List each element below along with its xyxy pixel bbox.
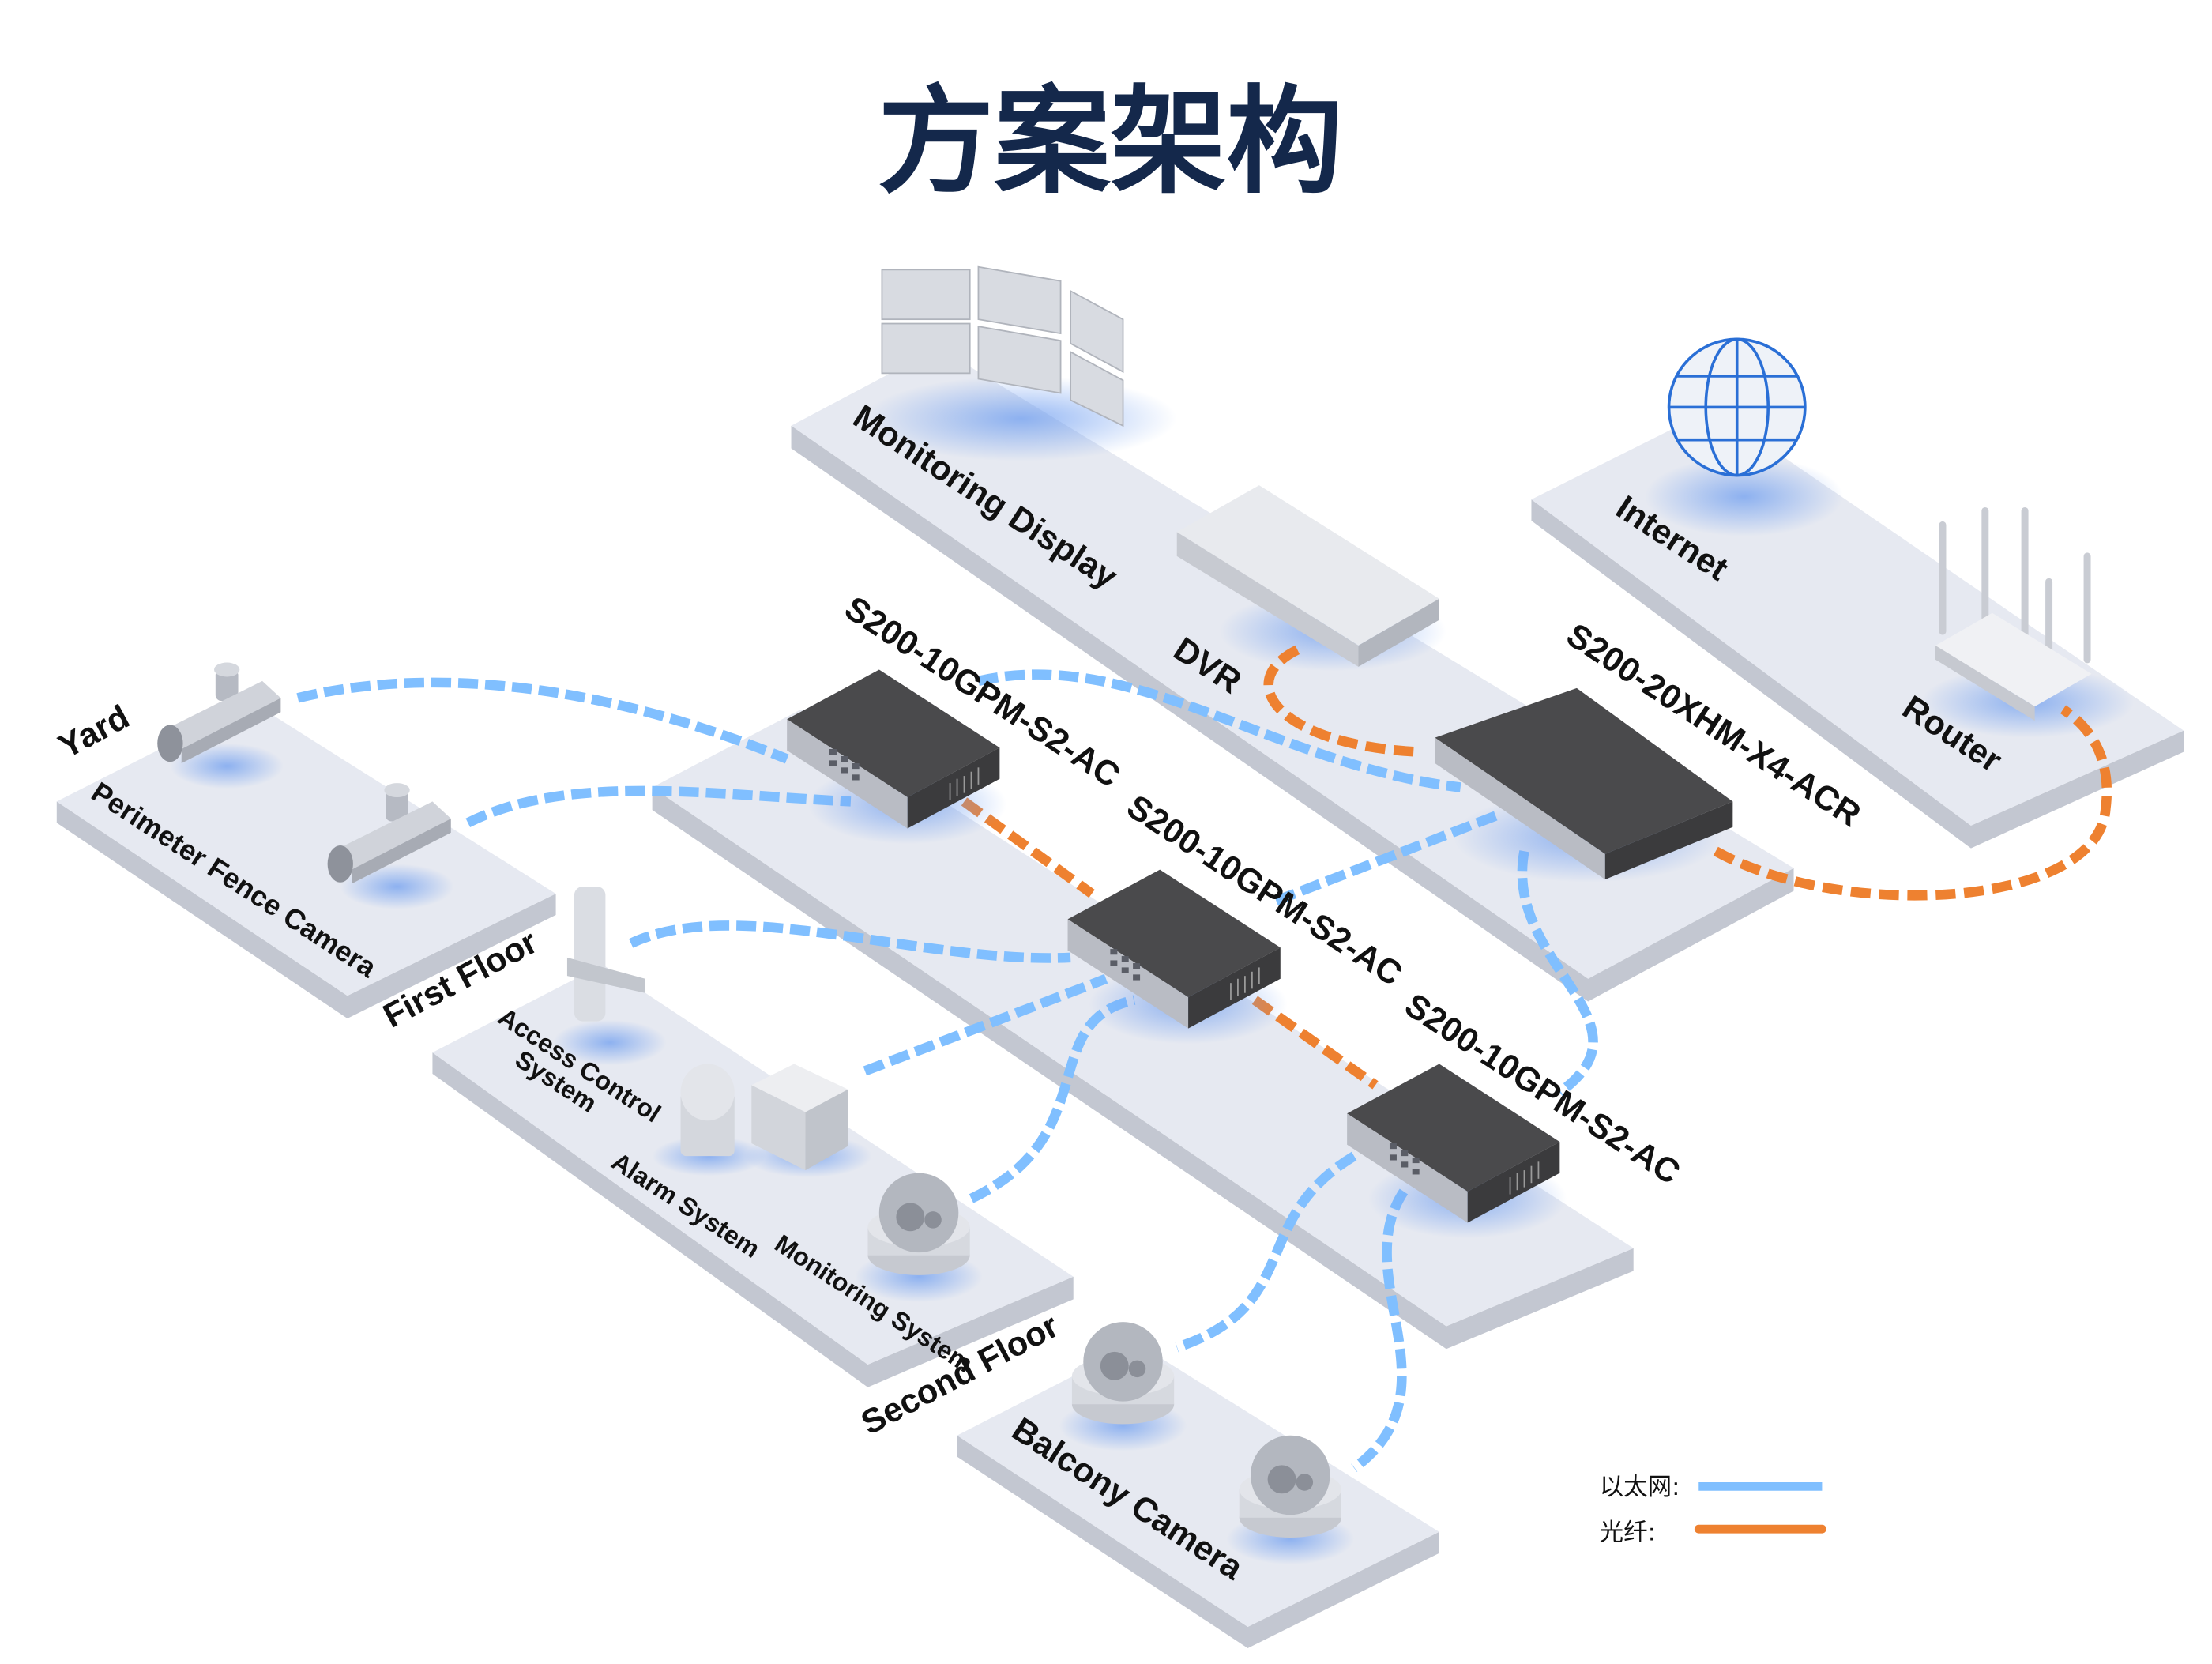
ethernet-cable-balcony-cam2 — [1351, 1188, 1409, 1473]
platform-second-floor — [957, 1343, 1439, 1648]
ethernet-cable-balcony-cam1 — [1175, 1151, 1357, 1353]
ethernet-cable-access-control — [629, 920, 1071, 963]
fiber-cable-switch1-switch2 — [961, 797, 1095, 898]
core-switch-icon — [1435, 687, 1733, 883]
fiber-cable-dvr-core — [1263, 645, 1419, 757]
legend-fiber-label: 光纤: — [1600, 1519, 1656, 1547]
ethernet-cable-yard-cam2 — [465, 785, 852, 827]
label-yard: Yard — [53, 698, 136, 766]
globe-icon — [1645, 337, 1844, 536]
balcony-camera-1-icon — [1059, 1322, 1187, 1451]
ethernet-cable-switch1-core — [977, 669, 1462, 792]
alarm-sensor-icon — [652, 1064, 766, 1176]
legend-ethernet-label: 以太网: — [1600, 1474, 1680, 1501]
legend: 以太网: 光纤: — [1600, 1474, 1826, 1547]
dvr-icon — [1176, 485, 1446, 672]
ethernet-cable-core-switch3 — [1517, 850, 1598, 1097]
page-title: 方案架构 — [878, 73, 1343, 209]
fiber-cables — [961, 645, 2112, 1090]
media-converter-icon — [744, 1064, 872, 1178]
ethernet-cable-yard-cam1 — [296, 677, 789, 764]
fiber-cable-switch2-switch3 — [1251, 996, 1379, 1090]
access-control-lock-icon — [553, 887, 667, 1066]
ethernet-cable-alarm — [863, 973, 1108, 1076]
fiber-cable-core-router — [1713, 705, 2112, 901]
monitor-wall-icon — [864, 265, 1177, 461]
